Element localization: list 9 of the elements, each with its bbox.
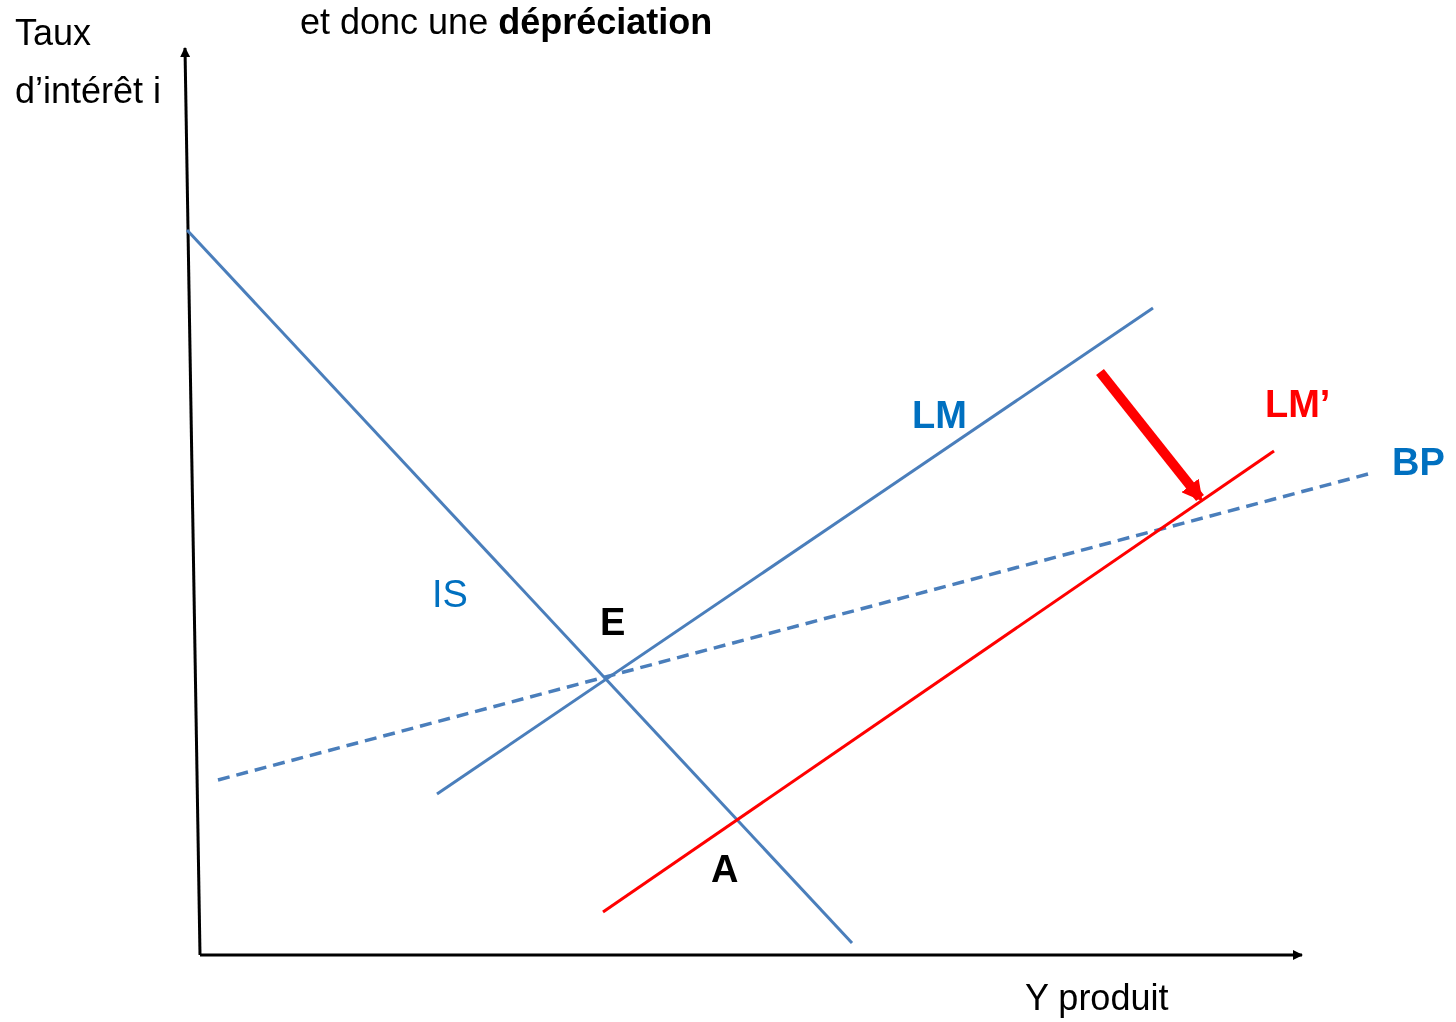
- axis-title: Y produit: [1025, 976, 1169, 1020]
- point-label: E: [600, 600, 626, 645]
- title: et donc une dépréciation: [300, 0, 713, 44]
- curve-label: IS: [432, 572, 468, 617]
- curve-label: LM: [912, 393, 967, 438]
- curve-label: BP: [1392, 440, 1445, 485]
- curve-label: LM’: [1265, 382, 1331, 427]
- axis-title: Taux d’intérêt i: [15, 11, 163, 113]
- point-label: A: [711, 847, 739, 892]
